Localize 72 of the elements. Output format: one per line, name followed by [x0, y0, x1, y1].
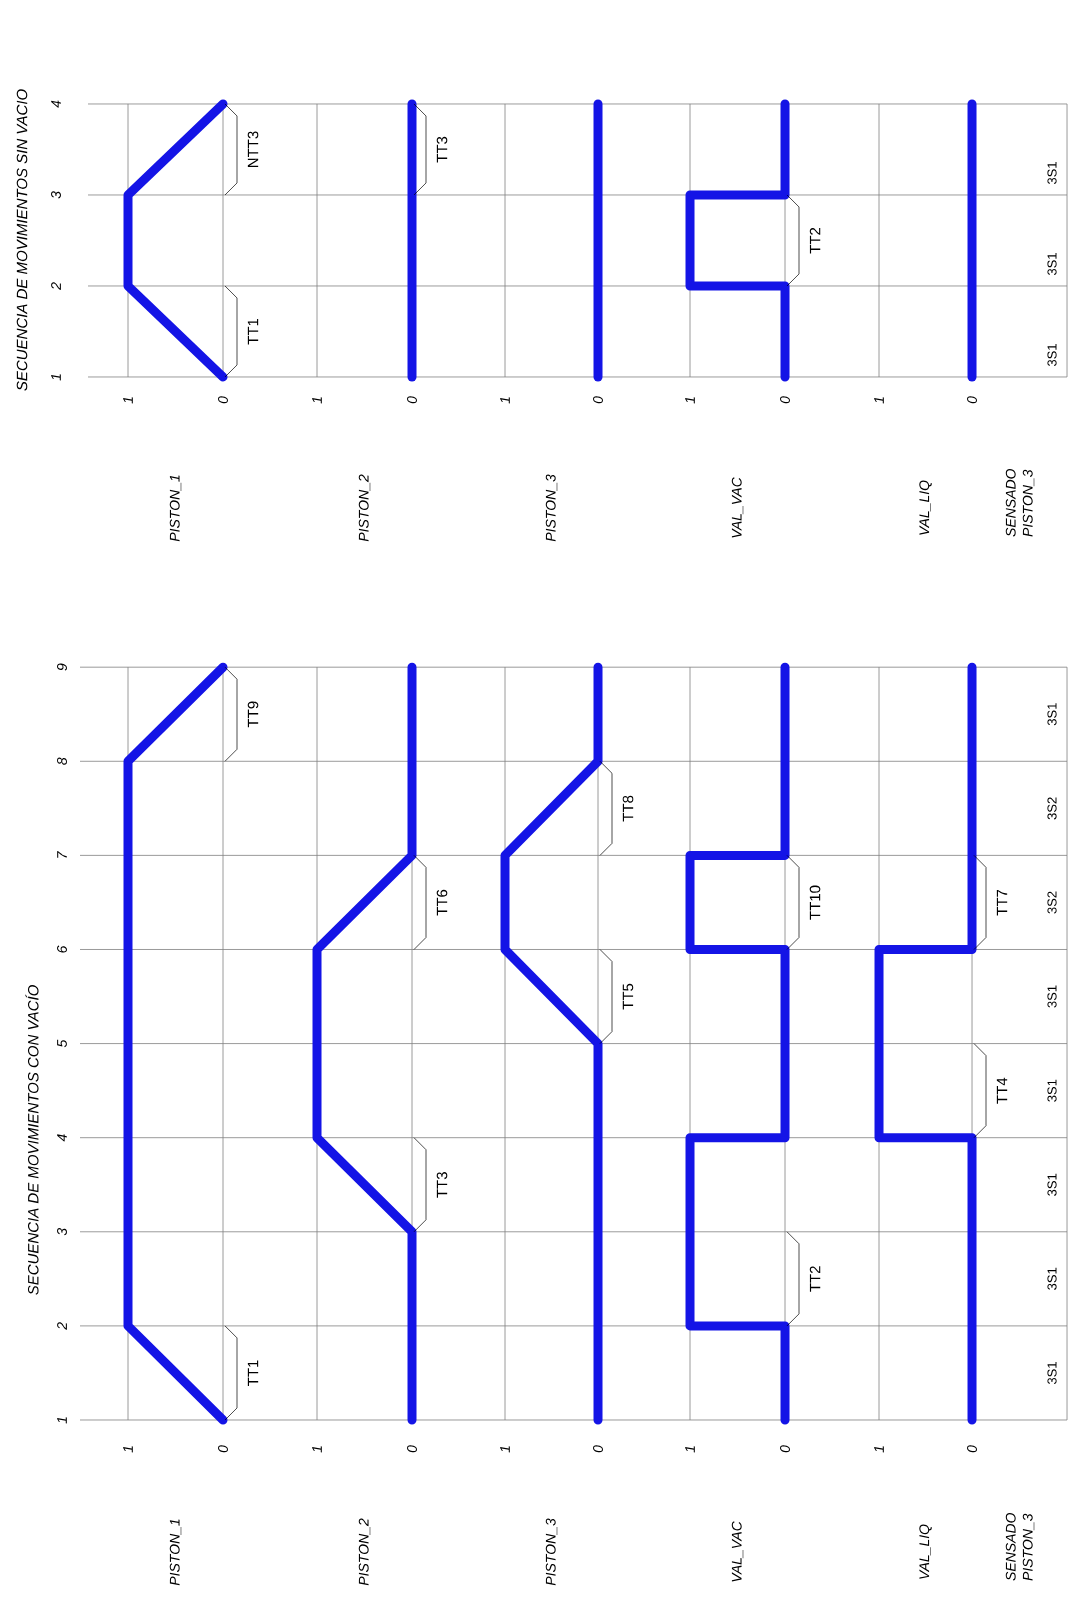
time-label: TT3: [436, 1172, 448, 1198]
step-number: 3: [51, 191, 61, 199]
signal-name: PISTON_1: [169, 475, 182, 542]
panel-title: SECUENCIA DE MOVIMIENTOS SIN VACIO: [16, 89, 28, 391]
level-label: 1: [500, 397, 510, 404]
sensor-label: 3S2: [1047, 891, 1057, 914]
step-number: 9: [57, 663, 67, 671]
step-number: 4: [51, 100, 61, 108]
level-label: 1: [123, 397, 133, 404]
time-label: TT10: [809, 885, 821, 920]
sensor-label: 3S1: [1047, 703, 1057, 726]
level-label: 0: [967, 1445, 977, 1453]
step-number: 1: [57, 1417, 67, 1424]
sensor-label: 3S2: [1047, 797, 1057, 820]
level-label: 1: [500, 1446, 510, 1453]
signal-name: VAL_LIQ: [919, 480, 932, 535]
level-label: 0: [593, 1445, 603, 1453]
level-label: 1: [685, 1446, 695, 1453]
time-label: TT2: [809, 1266, 821, 1292]
signal-name: PISTON_1: [169, 1519, 182, 1586]
time-label: TT1: [247, 318, 259, 345]
sensor-label: 3S1: [1047, 253, 1057, 276]
level-label: 1: [874, 1446, 884, 1453]
sensor-label: 3S1: [1047, 1362, 1057, 1385]
level-label: 1: [312, 397, 322, 404]
level-label: 0: [967, 396, 977, 404]
sensor-label: 3S1: [1047, 1173, 1057, 1196]
time-label: TT9: [247, 701, 259, 728]
time-label: TT1: [247, 1360, 259, 1386]
signal-name: SENSADO PISTON_3: [1005, 468, 1035, 537]
time-label: NTT3: [247, 131, 259, 167]
level-label: 0: [780, 1445, 790, 1453]
step-number: 7: [57, 851, 67, 858]
sensor-label: 3S1: [1047, 985, 1057, 1008]
level-label: 0: [407, 396, 417, 404]
step-number: 6: [57, 945, 67, 953]
step-number: 1: [51, 374, 61, 381]
time-label: TT8: [622, 795, 634, 822]
step-number: 5: [57, 1039, 67, 1048]
level-label: 0: [218, 396, 228, 404]
level-label: 1: [312, 1446, 322, 1453]
level-label: 1: [685, 397, 695, 404]
signal-name: PISTON_2: [358, 474, 371, 542]
signal-name: PISTON_3: [545, 474, 558, 542]
sensor-label: 3S1: [1047, 344, 1057, 367]
time-label: TT6: [436, 889, 448, 916]
step-number: 4: [57, 1134, 67, 1142]
signal-name: VAL_VAC: [731, 477, 744, 538]
step-number: 2: [51, 282, 61, 290]
level-label: 0: [593, 396, 603, 404]
step-number: 8: [57, 757, 67, 765]
step-number: 2: [57, 1322, 67, 1330]
signal-name: VAL_VAC: [731, 1521, 744, 1582]
time-label: TT2: [809, 227, 821, 254]
time-label: TT5: [622, 983, 634, 1010]
panel-title: SECUENCIA DE MOVIMIENTOS CON VACÍO: [25, 985, 39, 1295]
step-number: 3: [57, 1228, 67, 1236]
signal-name: VAL_LIQ: [919, 1524, 932, 1579]
time-label: TT7: [996, 889, 1008, 916]
time-label: TT4: [996, 1077, 1008, 1104]
signal-name: SENSADO PISTON_3: [1005, 1512, 1035, 1581]
level-label: 0: [218, 1445, 228, 1453]
time-label: TT3: [436, 136, 448, 163]
level-label: 1: [874, 397, 884, 404]
signal-name: PISTON_3: [545, 1518, 558, 1586]
level-label: 0: [407, 1445, 417, 1453]
sensor-label: 3S1: [1047, 1267, 1057, 1290]
signal-name: PISTON_2: [358, 1518, 371, 1586]
level-label: 0: [780, 396, 790, 404]
sensor-label: 3S1: [1047, 162, 1057, 185]
level-label: 1: [123, 1446, 133, 1453]
sensor-label: 3S1: [1047, 1079, 1057, 1102]
